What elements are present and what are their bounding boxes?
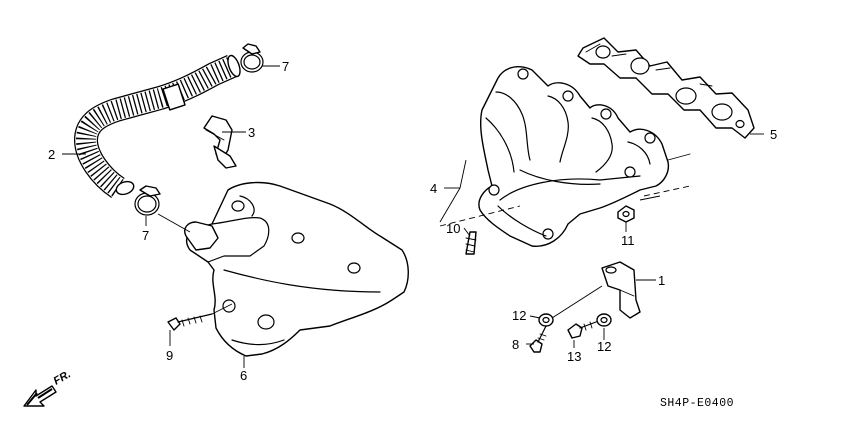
callout-3: 3 — [248, 125, 255, 140]
leader-lines — [62, 65, 764, 368]
bolt-9 — [167, 313, 213, 331]
callout-7-upper: 7 — [282, 59, 289, 74]
manifold-bracket — [601, 261, 641, 319]
air-intake-hose — [73, 54, 241, 198]
callout-2: 2 — [48, 147, 55, 162]
washer-12-left — [538, 313, 554, 327]
bolt-13 — [567, 321, 597, 339]
callout-10: 10 — [446, 221, 460, 236]
bolt-8 — [529, 325, 547, 353]
stud-bolt-10 — [465, 231, 477, 255]
callout-6: 6 — [240, 368, 247, 383]
front-direction-label: FR. — [52, 368, 73, 387]
manifold-gasket — [577, 37, 755, 139]
exhaust-heat-shield — [184, 181, 409, 357]
hose-stay-clip — [203, 115, 237, 169]
callout-12-right: 12 — [597, 339, 611, 354]
hose-clamp-lower — [134, 185, 161, 216]
callout-9: 9 — [166, 348, 173, 363]
washer-12-right — [596, 313, 612, 327]
callout-13: 13 — [567, 349, 581, 364]
callout-12-left: 12 — [512, 308, 526, 323]
callout-5: 5 — [770, 127, 777, 142]
front-direction-indicator: FR. — [23, 368, 73, 407]
nut-11 — [617, 205, 635, 223]
drawing-code: SH4P-E0400 — [660, 397, 734, 410]
callout-8: 8 — [512, 337, 519, 352]
callout-7-lower: 7 — [142, 228, 149, 243]
callout-4: 4 — [430, 181, 437, 196]
callout-11: 11 — [621, 233, 635, 248]
hose-clamp-upper — [240, 43, 264, 73]
exhaust-manifold — [478, 66, 691, 247]
callout-1: 1 — [658, 273, 665, 288]
callout-labels: 1 2 3 4 5 6 7 7 8 9 10 11 12 12 13 — [48, 59, 777, 383]
